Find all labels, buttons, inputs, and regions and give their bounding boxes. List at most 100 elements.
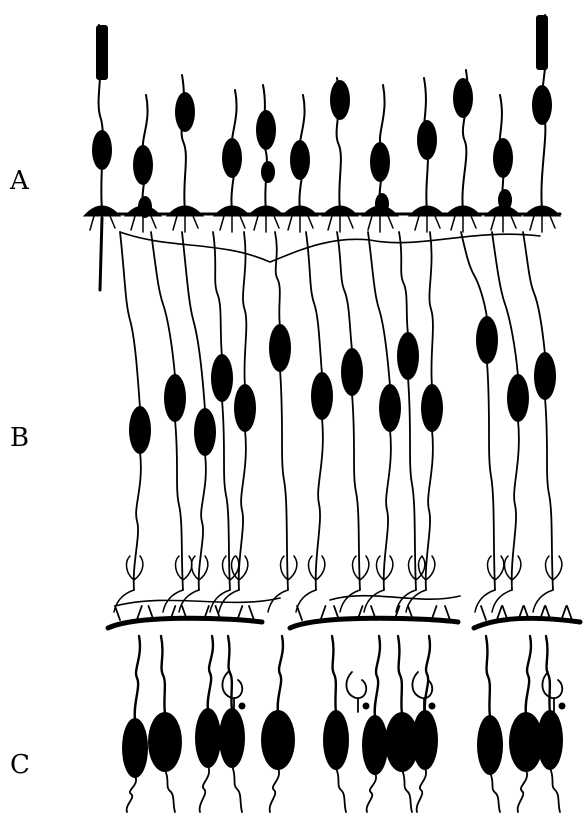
bipolar-cell bbox=[337, 232, 369, 612]
bipolar-terminal bbox=[219, 556, 248, 612]
ganglion-cell bbox=[122, 636, 148, 812]
terminal-bouton bbox=[429, 703, 436, 710]
amacrine-spine bbox=[445, 606, 450, 620]
bipolar-dendrite bbox=[182, 232, 205, 410]
synaptic-pedicle bbox=[214, 206, 250, 216]
ganglion-soma bbox=[362, 715, 388, 775]
photoreceptor-cell bbox=[282, 95, 318, 232]
bipolar-terminal bbox=[533, 556, 562, 612]
bipolar-cell bbox=[406, 232, 443, 612]
inner-plexiform-band bbox=[108, 618, 262, 628]
bipolar-axon bbox=[426, 430, 433, 590]
bipolar-cell bbox=[492, 232, 529, 612]
amacrine-spine bbox=[321, 606, 326, 620]
outer-segment bbox=[536, 15, 548, 70]
pedicle-rootlets bbox=[288, 216, 313, 232]
bipolar-cell bbox=[219, 232, 256, 612]
ganglion-axon bbox=[232, 766, 242, 812]
bipolar-dendrite bbox=[151, 232, 175, 376]
bipolar-axon bbox=[316, 418, 323, 590]
ganglion-soma bbox=[412, 710, 438, 770]
bipolar-dendrite bbox=[399, 232, 408, 334]
photoreceptor-cell bbox=[125, 95, 161, 232]
bipolar-terminal bbox=[340, 556, 369, 612]
synaptic-pedicle bbox=[362, 206, 398, 216]
ganglion-soma bbox=[261, 710, 295, 770]
bipolar-cell bbox=[151, 232, 192, 612]
photoreceptor-cell bbox=[524, 15, 560, 232]
bipolar-terminal bbox=[475, 556, 504, 612]
ganglion-axon bbox=[165, 770, 175, 812]
synaptic-pedicle bbox=[248, 206, 284, 216]
bipolar-soma bbox=[379, 384, 401, 432]
bipolar-soma bbox=[421, 384, 443, 432]
layer-label-c: C bbox=[10, 752, 30, 778]
pedicle-rootlets bbox=[415, 216, 440, 232]
layer-label-a: A bbox=[10, 168, 29, 194]
inner-plexiform-band bbox=[474, 618, 580, 628]
photoreceptor-soma bbox=[532, 85, 552, 125]
layer-label-b: B bbox=[10, 425, 29, 451]
photoreceptor-soma bbox=[493, 138, 513, 178]
bipolar-soma bbox=[311, 372, 333, 420]
bipolar-dendrite bbox=[492, 232, 518, 376]
terminal-bouton bbox=[239, 703, 246, 710]
bipolar-cell bbox=[114, 232, 151, 612]
ganglion-axon bbox=[367, 773, 376, 812]
bipolar-dendrite bbox=[120, 232, 140, 408]
bipolar-dendrite bbox=[461, 232, 487, 318]
synaptic-pedicle bbox=[409, 206, 445, 216]
pedicle-rootlets bbox=[451, 216, 476, 232]
bipolar-terminal bbox=[396, 556, 425, 612]
ganglion-cell bbox=[537, 636, 563, 812]
terminal-bouton bbox=[559, 703, 566, 710]
amacrine-spine bbox=[567, 606, 572, 620]
bipolar-soma bbox=[194, 408, 216, 456]
inner-plexiform-band bbox=[290, 618, 458, 628]
ganglion-soma bbox=[195, 708, 221, 768]
ganglion-dendrite bbox=[526, 636, 531, 714]
ganglion-cell bbox=[323, 636, 349, 812]
bipolar-soma bbox=[129, 406, 151, 454]
bipolar-dendrite bbox=[523, 232, 545, 354]
terminal-bouton bbox=[363, 703, 370, 710]
synaptic-pedicle bbox=[282, 206, 318, 216]
bipolar-axon bbox=[134, 452, 141, 590]
bipolar-terminal bbox=[406, 556, 435, 612]
ganglion-soma bbox=[477, 715, 503, 775]
photoreceptor-soma bbox=[222, 138, 242, 178]
photoreceptor-cell bbox=[362, 85, 398, 232]
photoreceptor-soma bbox=[175, 92, 195, 132]
photoreceptor-cell bbox=[84, 25, 120, 232]
photoreceptor-swelling bbox=[261, 161, 275, 183]
bipolar-dendrite bbox=[429, 232, 433, 386]
ganglion-cell bbox=[385, 636, 419, 812]
pedicle-rootlets bbox=[254, 216, 279, 232]
bipolar-terminal bbox=[210, 556, 239, 612]
pedicle-rootlets bbox=[530, 216, 555, 232]
bipolar-axon bbox=[384, 430, 391, 590]
ganglion-soma bbox=[219, 708, 245, 768]
bipolar-cell bbox=[523, 232, 562, 612]
synaptic-pedicle bbox=[322, 206, 358, 216]
pedicle-rootlets bbox=[90, 216, 115, 232]
ganglion-cell bbox=[477, 636, 503, 812]
bipolar-soma bbox=[234, 384, 256, 432]
ganglion-cell bbox=[219, 636, 245, 812]
ganglion-cell bbox=[509, 636, 543, 812]
ganglion-cell bbox=[148, 636, 182, 812]
ganglion-dendrite bbox=[486, 636, 490, 717]
ganglion-dendrite bbox=[278, 636, 283, 712]
ganglion-dendrite bbox=[375, 636, 380, 717]
bipolar-dendrite bbox=[213, 232, 222, 356]
bipolar-soma bbox=[211, 354, 233, 402]
bipolar-dendrite bbox=[368, 232, 390, 386]
bipolar-axon bbox=[408, 378, 416, 590]
synaptic-pedicle bbox=[84, 206, 120, 216]
photoreceptor-cell bbox=[214, 90, 250, 232]
bipolar-cell bbox=[364, 232, 401, 612]
photoreceptor-cell bbox=[485, 95, 521, 232]
ganglion-dendrite bbox=[208, 636, 213, 710]
